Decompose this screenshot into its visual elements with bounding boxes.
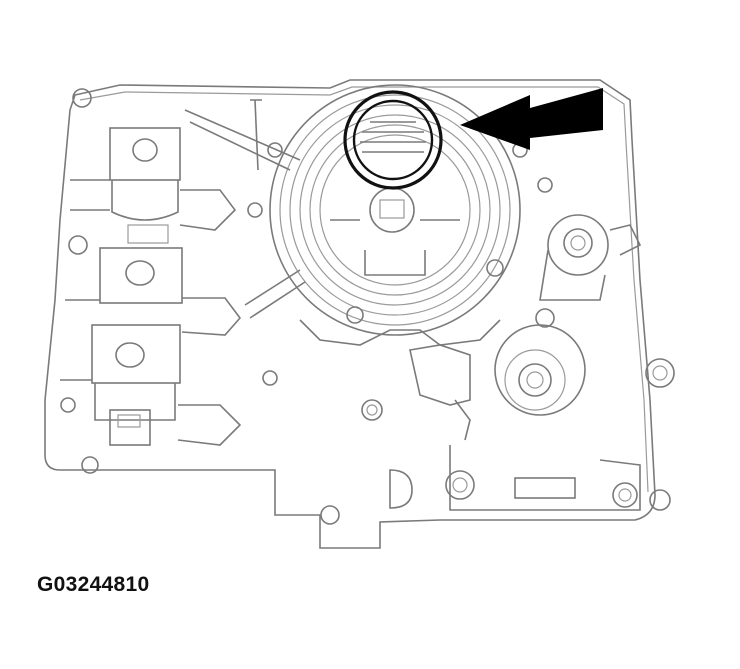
figure-id-label: G03244810 <box>37 573 150 596</box>
left-solenoid-stack <box>60 88 242 446</box>
valve-body-diagram <box>44 79 675 549</box>
callout-arrow-icon <box>460 88 603 150</box>
valve-body-plate <box>44 79 656 549</box>
right-solenoid-assembly <box>389 214 675 511</box>
seal-highlight-circle <box>343 90 443 190</box>
bolt-holes <box>60 370 383 525</box>
